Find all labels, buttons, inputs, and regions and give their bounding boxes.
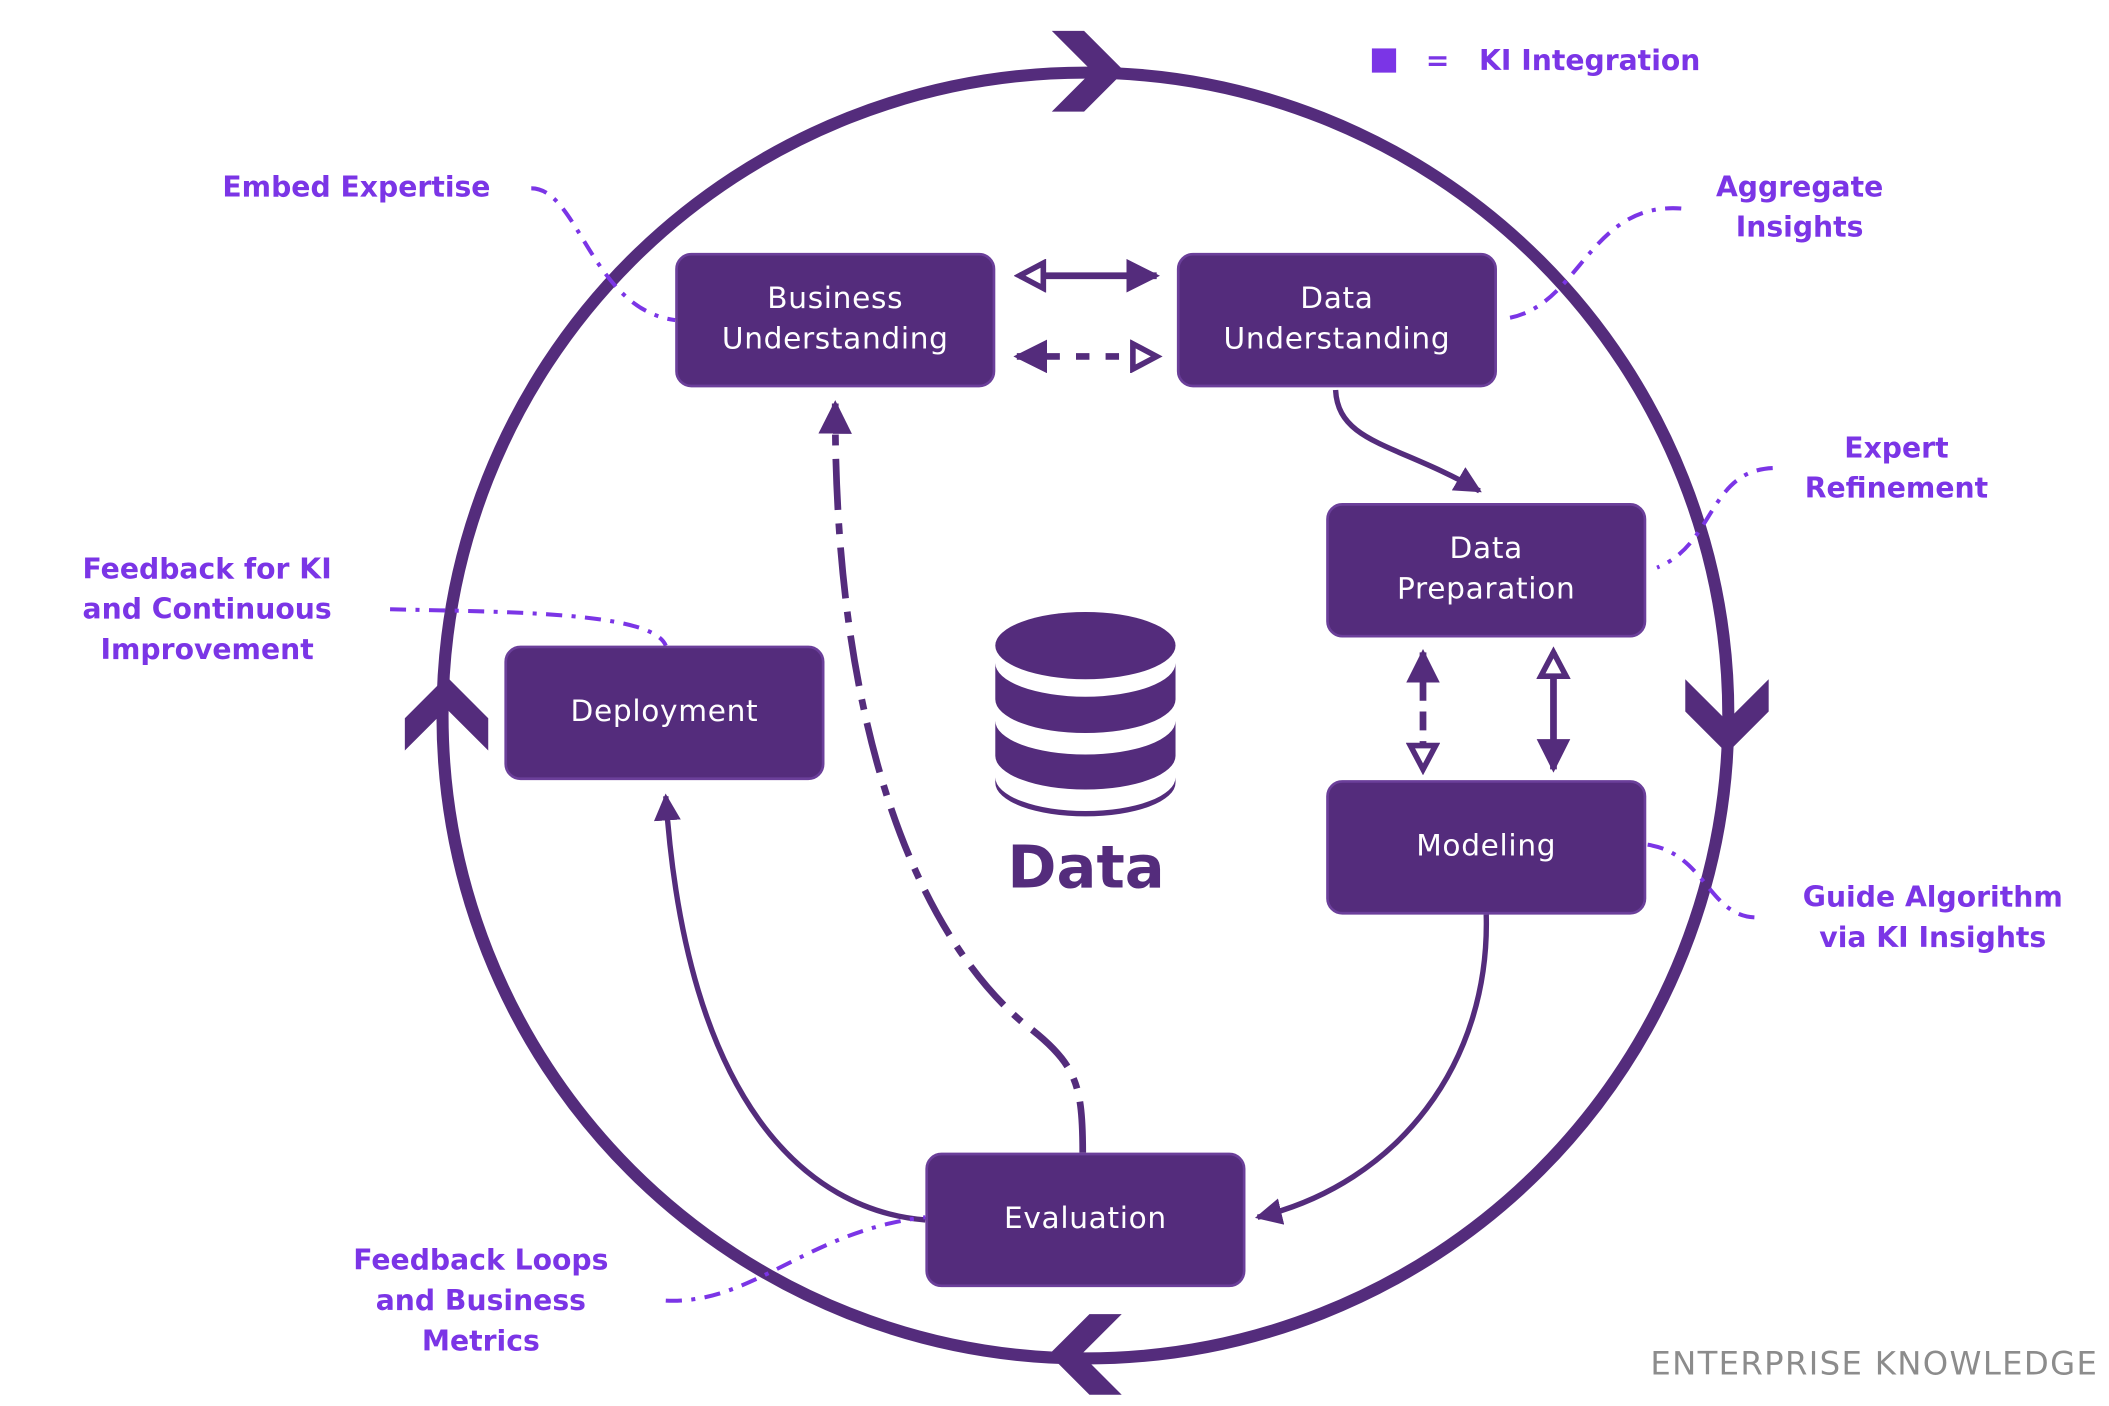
chevron-up-icon	[404, 676, 489, 751]
annotation-line: via KI Insights	[1819, 921, 2047, 954]
annotation-line: Insights	[1735, 211, 1864, 244]
annotation-line: Aggregate	[1715, 170, 1884, 204]
database-icon	[995, 611, 1176, 817]
legend: = KI Integration	[1371, 44, 1701, 77]
mod-eval-arrow	[1254, 914, 1489, 1225]
annotation-guide-algorithm: Guide Algorithm via KI Insights	[1773, 877, 2093, 958]
annotation-line: Guide Algorithm	[1802, 880, 2063, 914]
phase-modeling: Modeling	[1326, 780, 1647, 915]
annotation-line: Feedback Loops	[353, 1244, 609, 1277]
annotation-line: and Continuous	[82, 593, 332, 626]
annotation-line: Feedback for KI	[82, 552, 332, 586]
leader-feedback-loops	[665, 1215, 926, 1303]
leader-embed-expertise	[531, 186, 676, 323]
annotation-line: and Business	[375, 1284, 586, 1317]
phase-label: Data	[1300, 282, 1374, 317]
chevron-right-icon	[1051, 30, 1125, 112]
phase-deployment: Deployment	[504, 645, 825, 781]
phase-label: Evaluation	[1003, 1202, 1167, 1237]
phase-data-understanding: Data Understanding	[1176, 252, 1497, 388]
eval-dep-arrow	[653, 793, 926, 1223]
legend-equals: =	[1425, 44, 1450, 77]
annotation-feedback-loops: Feedback Loops and Business Metrics	[323, 1240, 639, 1361]
legend-square-icon	[1371, 48, 1397, 73]
annotation-aggregate-insights: Aggregate Insights	[1679, 167, 1921, 248]
phase-label: Understanding	[721, 322, 949, 357]
leader-feedback-ki	[390, 607, 668, 647]
phase-business-understanding: Business Understanding	[675, 252, 996, 388]
annotation-line: Refinement	[1804, 472, 1989, 505]
annotation-line: Improvement	[100, 633, 314, 666]
annotation-line: Expert	[1844, 431, 1949, 465]
phase-label: Modeling	[1416, 829, 1557, 864]
du-dp-arrow	[1332, 389, 1482, 494]
legend-text: KI Integration	[1478, 44, 1701, 77]
eval-bu-arrow	[818, 400, 1087, 1153]
annotation-line: Metrics	[421, 1324, 540, 1358]
annotation-feedback-ki: Feedback for KI and Continuous Improveme…	[51, 549, 363, 670]
annotation-expert-refinement: Expert Refinement	[1775, 428, 2017, 509]
chevron-down-icon	[1685, 679, 1769, 754]
phase-label: Understanding	[1223, 322, 1451, 357]
annotation-embed-expertise: Embed Expertise	[195, 167, 518, 207]
phase-label: Data	[1449, 532, 1523, 567]
phase-label: Preparation	[1397, 572, 1576, 607]
phase-evaluation: Evaluation	[925, 1152, 1246, 1288]
chevron-left-icon	[1049, 1314, 1122, 1395]
phase-label: Deployment	[570, 695, 759, 729]
phase-data-preparation: Data Preparation	[1326, 503, 1647, 638]
brand-wordmark: ENTERPRISE KNOWLEDGE	[1650, 1345, 2099, 1383]
leader-aggregate-insights	[1503, 206, 1682, 321]
center-data-label: Data	[1007, 833, 1165, 903]
leader-guide-algorithm	[1647, 842, 1763, 920]
leader-expert-refinement	[1656, 466, 1773, 570]
phase-label: Business	[767, 282, 904, 317]
annotation-line: Embed Expertise	[222, 170, 491, 204]
